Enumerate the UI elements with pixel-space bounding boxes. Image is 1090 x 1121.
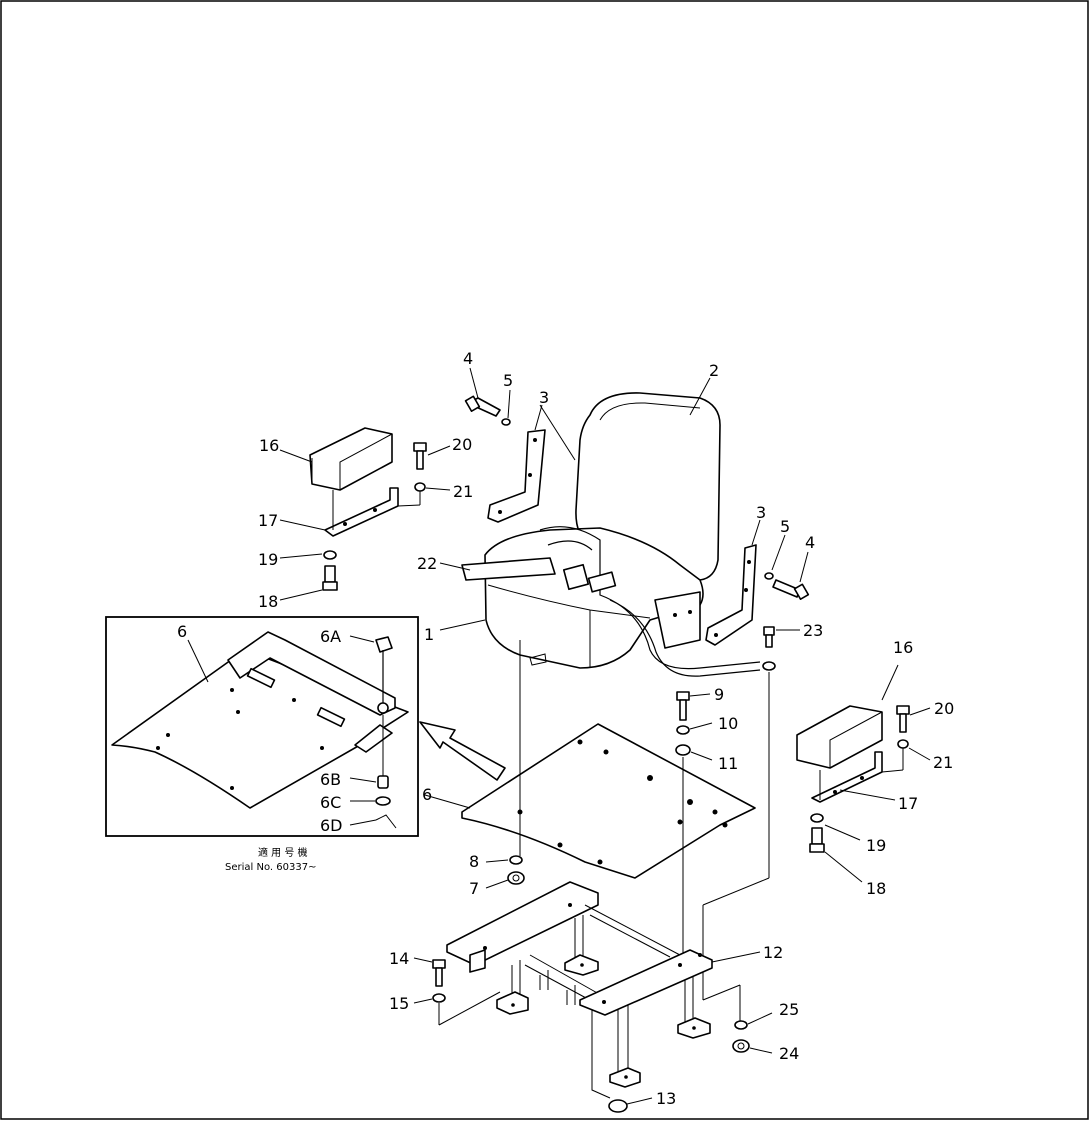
callout-7: 7 [469,879,479,898]
washer-25 [734,1020,748,1030]
callout-4-right: 4 [805,533,815,552]
bolt-20-right [896,705,910,715]
callout-20-right: 20 [934,699,954,718]
callout-19-left: 19 [258,550,278,569]
seat-belt [461,526,761,677]
callout-6d: 6D [320,816,343,835]
callout-6b: 6B [320,770,341,789]
right-bracket [705,544,757,646]
bolt-4-right [772,579,810,600]
washer-5-left [501,418,511,426]
callout-5-left: 5 [503,371,513,390]
callout-18-left: 18 [258,592,278,611]
inset-caption-jp: 適 用 号 機 [258,846,308,859]
callout-labels: 1 2 3 3 4 4 5 5 6 6 6A 6B 6C 6D 7 8 9 10… [177,349,954,1108]
washer-21-left [414,482,426,492]
callout-1: 1 [424,625,434,644]
inset-caption-serial: Serial No. 60337~ [225,862,316,873]
armrest-bracket-right [811,751,883,803]
base-plate-outline [461,723,756,879]
base-plate [424,723,756,879]
callout-12: 12 [763,943,783,962]
callout-9: 9 [714,685,724,704]
armrest-bracket-left [324,487,399,537]
callout-11: 11 [718,754,738,773]
bolt-9 [676,691,690,701]
callout-17-left: 17 [258,511,278,530]
callout-23: 23 [803,621,823,640]
callout-20-left: 20 [452,435,472,454]
bolt-14 [432,959,446,969]
callout-14: 14 [389,949,409,968]
inset-box [105,616,419,837]
bolt-20-left [413,442,427,452]
left-bracket [487,429,546,523]
callout-24: 24 [779,1044,799,1063]
seat-belt-buckle [562,563,590,591]
callout-16-left: 16 [259,436,279,455]
seat-frame [446,881,761,1088]
part-6c [375,796,391,806]
nut-7 [507,871,525,885]
part-6a-knob [375,636,393,653]
callout-13: 13 [656,1089,676,1108]
callout-15: 15 [389,994,409,1013]
washer-15 [432,993,446,1003]
callout-16-right: 16 [893,638,913,657]
callout-21-left: 21 [453,482,473,501]
leader-lines-seat [439,367,809,631]
callout-3-left: 3 [539,388,549,407]
callout-8: 8 [469,852,479,871]
callout-21-right: 21 [933,753,953,772]
callout-25: 25 [779,1000,799,1019]
part-6b [377,775,389,789]
nut-24 [732,1039,750,1053]
armrest-pad-left [309,427,393,491]
seat-belt-strap-left [461,557,556,581]
callout-4-left: 4 [463,349,473,368]
cap-13 [591,1010,653,1113]
washer-19-right [810,813,824,823]
washer-8 [509,855,523,865]
washer-21-right [897,739,909,749]
washer-5-right [764,572,774,580]
callout-5-right: 5 [780,517,790,536]
seat-belt-strap [539,526,761,670]
callout-6-inset: 6 [177,622,187,641]
callout-6a: 6A [320,627,341,646]
seat-assembly [484,392,721,669]
bolt-18-left [324,565,336,583]
bolt-14-group [413,957,501,1026]
bolt-18-right [811,827,823,845]
callout-10: 10 [718,714,738,733]
direction-arrow [419,721,506,781]
callout-6: 6 [422,785,432,804]
bolt-23 [762,626,800,671]
callout-17-right: 17 [898,794,918,813]
washer-11 [675,744,691,756]
frame-plate-right [579,949,713,1016]
callout-6c: 6C [320,793,341,812]
bolt-9-group [675,691,713,761]
callout-19-right: 19 [866,836,886,855]
washer-10 [676,725,690,735]
alignment-lines [519,640,770,1025]
callout-22: 22 [417,554,437,573]
callout-18-right: 18 [866,879,886,898]
inset-frame [105,616,419,837]
callout-2: 2 [709,361,719,380]
armrest-right [796,664,931,883]
frame-rail-left [446,881,599,966]
armrest-left [279,427,451,601]
armrest-pad-right [796,705,883,769]
part-6d [375,814,397,829]
washer-19-left [323,550,337,560]
bolt-4-left [464,395,501,417]
callout-3-right: 3 [756,503,766,522]
